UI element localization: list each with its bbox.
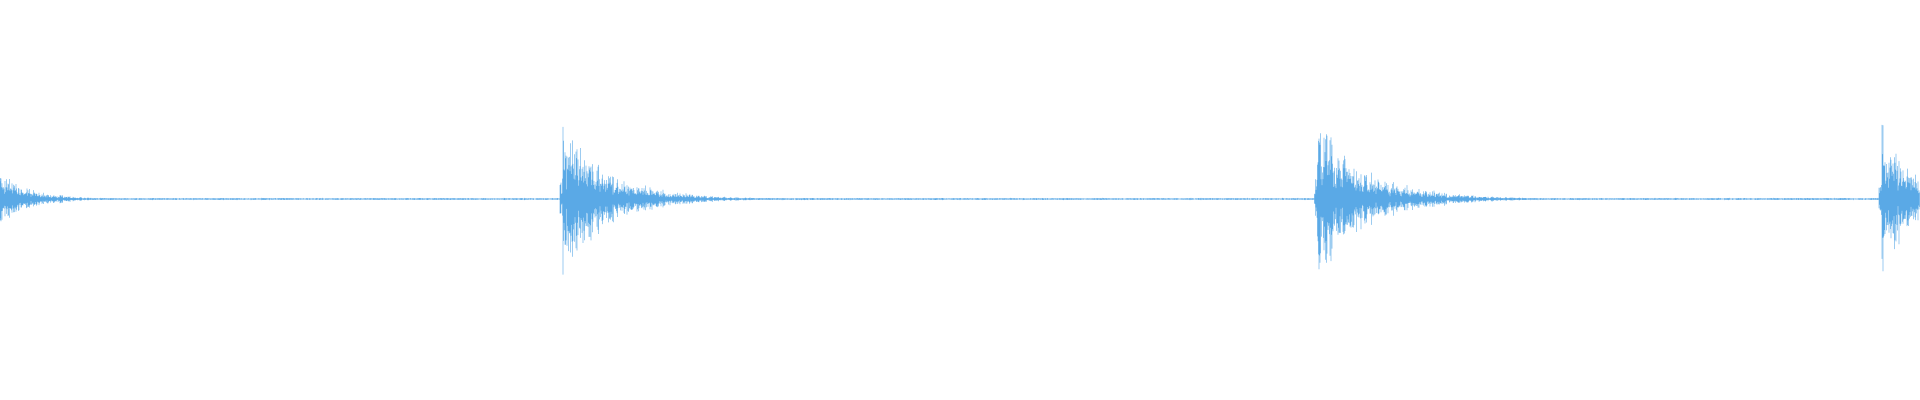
waveform-signal [0,124,1920,275]
